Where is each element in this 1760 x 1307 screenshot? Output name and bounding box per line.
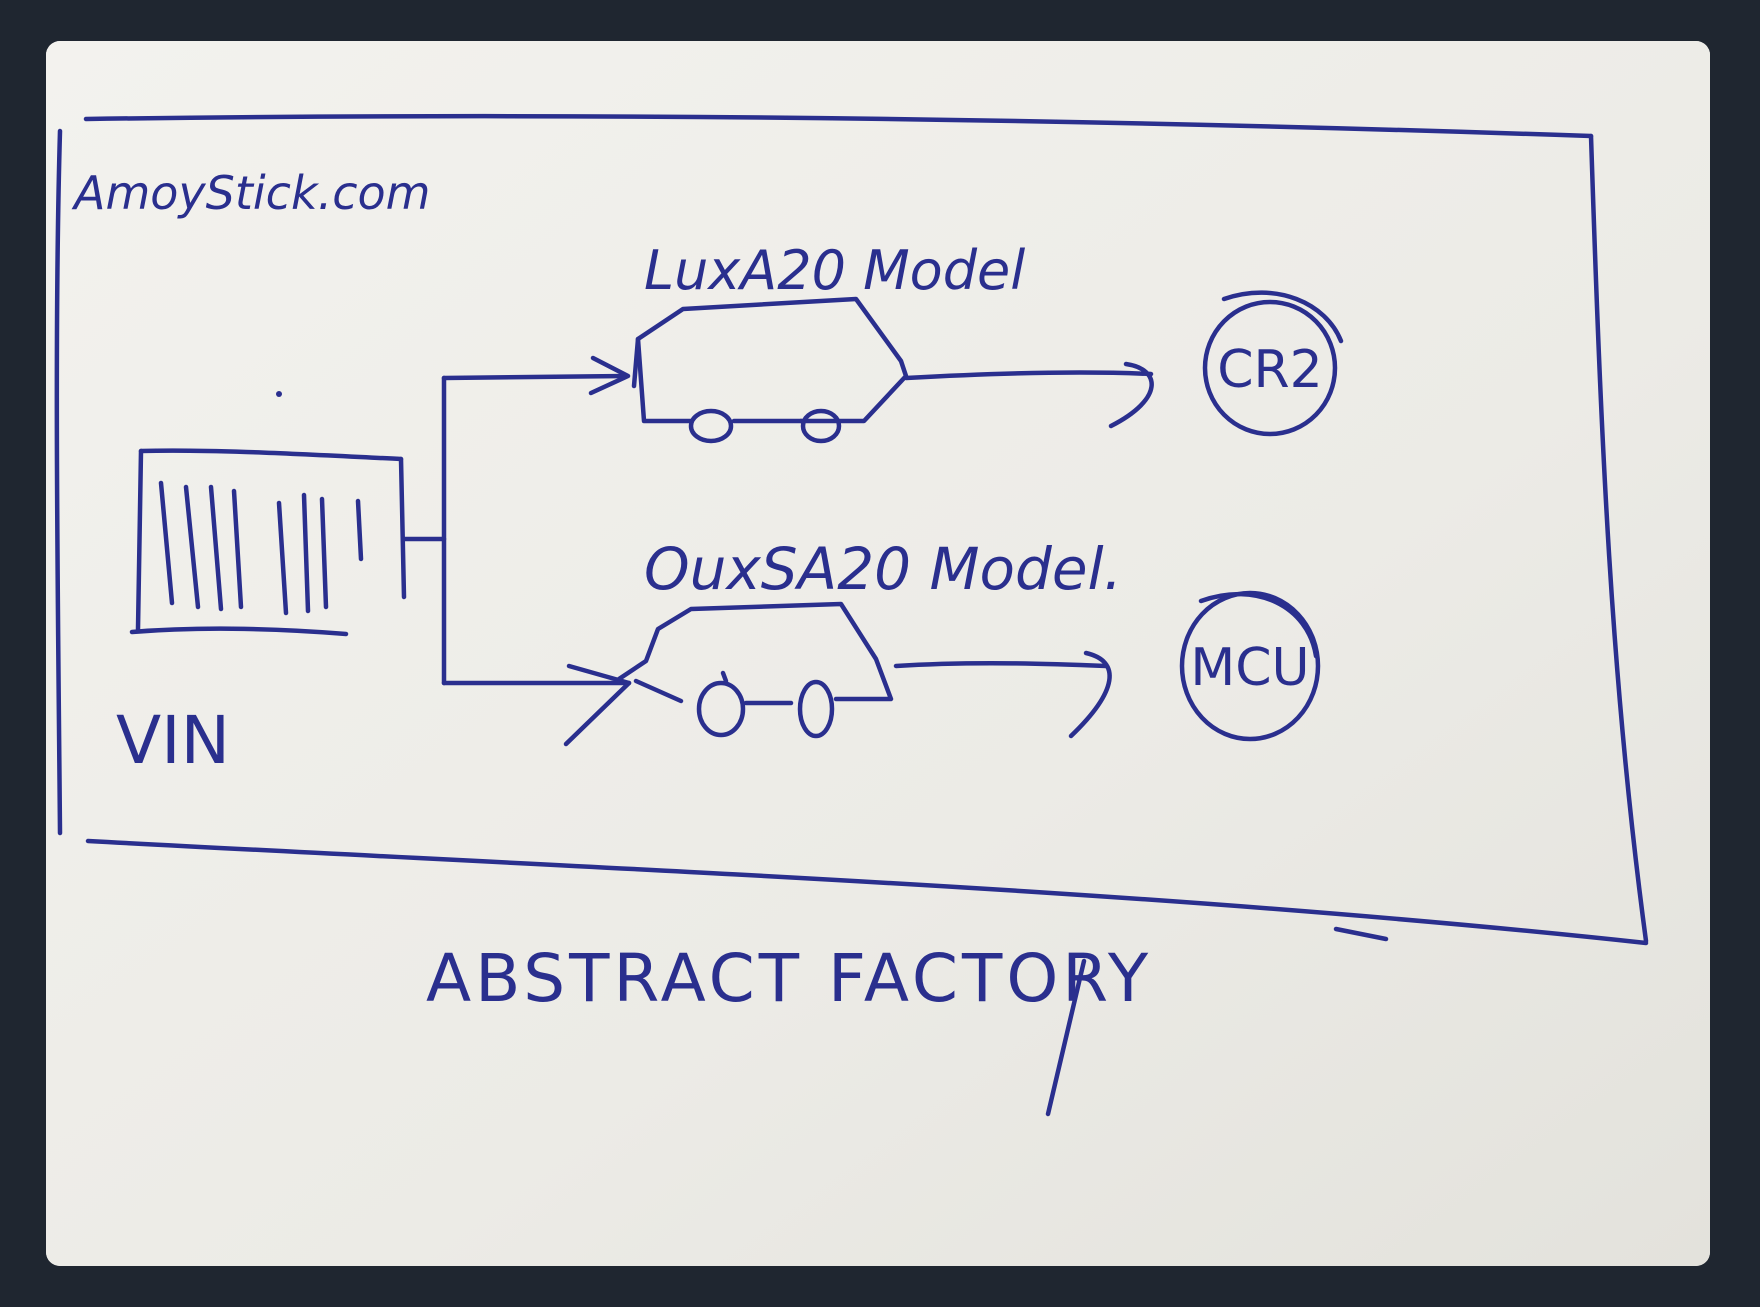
diagram-canvas: AmoyStick.com LuxA20 Model OuxSA20 Model… [46,41,1710,1266]
car-icon-oux [616,601,894,739]
vin-barcode [129,448,407,637]
vin-label: VIN [116,702,230,779]
diagram-title: ABSTRACT FACTORY [426,940,1152,1017]
model-name-lux: LuxA20 Model [644,239,1025,302]
output-label-mcu: MCU [1190,638,1309,698]
pen-stroke [1045,958,1087,1117]
diagram-photo: AmoyStick.com LuxA20 Model OuxSA20 Model… [46,41,1710,1266]
output-circle-cr2 [1202,299,1338,437]
site-label: AmoyStick.com [71,166,430,220]
vin-connector [401,355,632,747]
factory-boundary [54,113,1649,946]
output-label-cr2: CR2 [1217,340,1323,400]
model-name-oux: OuxSA20 Model. [644,535,1122,603]
output-circle-mcu-stroke [1198,591,1319,659]
output-circle-cr2-stroke [1221,290,1344,344]
paper-background [46,41,1710,1266]
pen-dot [276,391,282,397]
output-arrows [893,361,1154,739]
car-icon-lux [631,296,909,444]
